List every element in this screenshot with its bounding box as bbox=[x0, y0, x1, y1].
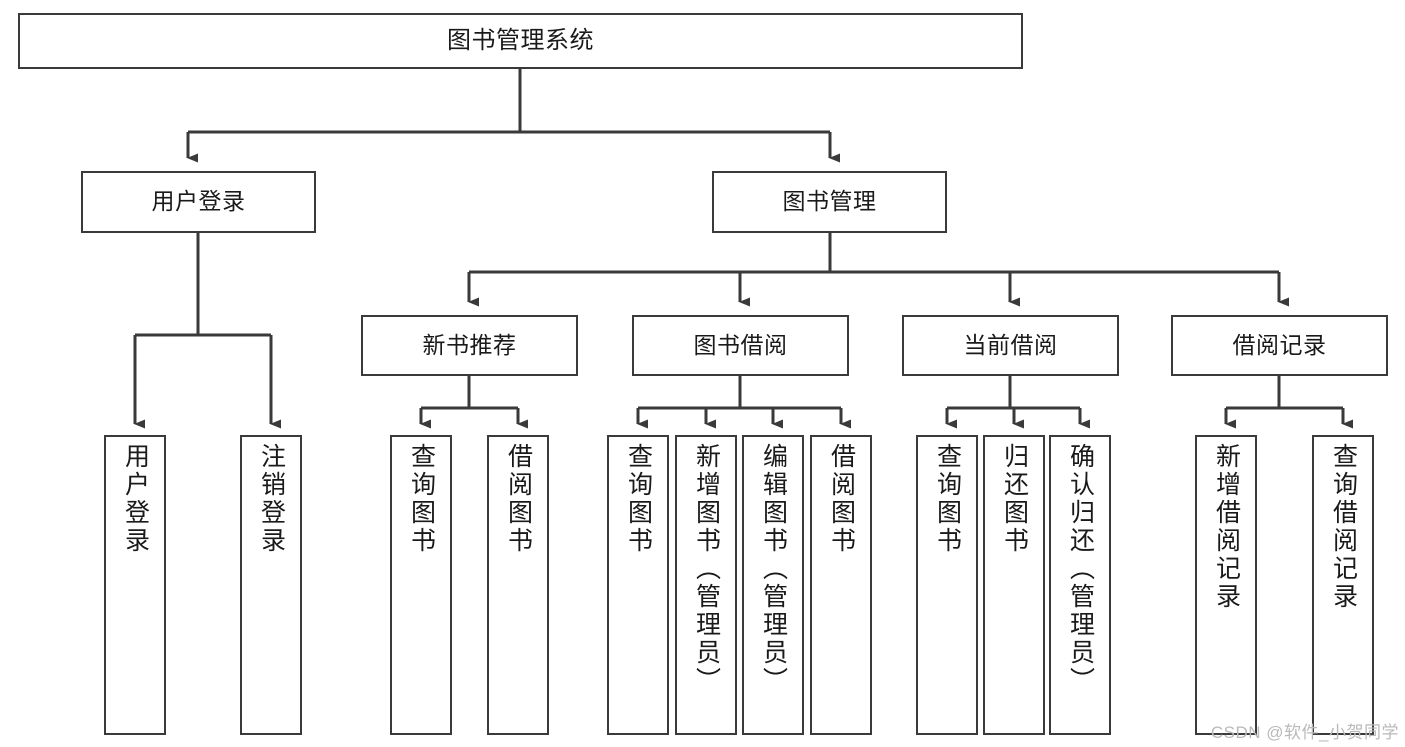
node-label: 注销登录 bbox=[257, 443, 286, 555]
node-label: 用户登录 bbox=[121, 443, 150, 555]
node-label: 编辑图书（管理员） bbox=[759, 443, 788, 695]
leaf-book-borrow-edit[interactable]: 编辑图书（管理员） bbox=[742, 435, 804, 735]
node-label: 图书借阅 bbox=[693, 331, 788, 358]
leaf-book-borrow-borrow[interactable]: 借阅图书 bbox=[810, 435, 872, 735]
leaf-book-borrow-query[interactable]: 查询图书 bbox=[607, 435, 669, 735]
watermark-text: CSDN @软件_小贺同学 bbox=[1210, 723, 1399, 742]
leaf-borrow-record-query[interactable]: 查询借阅记录 bbox=[1312, 435, 1374, 735]
node-label: 确认归还（管理员） bbox=[1066, 443, 1095, 695]
node-book-management-system[interactable]: 图书管理系统 bbox=[18, 13, 1023, 69]
node-book-management[interactable]: 图书管理 bbox=[712, 171, 947, 233]
node-borrow-record[interactable]: 借阅记录 bbox=[1171, 315, 1388, 376]
node-label: 当前借阅 bbox=[963, 331, 1058, 358]
leaf-user-login-logout[interactable]: 注销登录 bbox=[240, 435, 302, 735]
node-label: 归还图书 bbox=[1000, 443, 1029, 555]
node-label: 图书管理 bbox=[782, 188, 877, 215]
leaf-borrow-record-add[interactable]: 新增借阅记录 bbox=[1195, 435, 1257, 735]
node-label: 借阅图书 bbox=[827, 443, 856, 555]
node-new-book-recommend[interactable]: 新书推荐 bbox=[361, 315, 578, 376]
node-label: 查询图书 bbox=[407, 443, 436, 555]
node-label: 查询借阅记录 bbox=[1329, 443, 1358, 611]
node-book-borrow[interactable]: 图书借阅 bbox=[632, 315, 849, 376]
node-label: 新书推荐 bbox=[422, 331, 517, 358]
leaf-book-borrow-add[interactable]: 新增图书（管理员） bbox=[675, 435, 737, 735]
leaf-current-borrow-query[interactable]: 查询图书 bbox=[916, 435, 978, 735]
leaf-current-borrow-confirm-return[interactable]: 确认归还（管理员） bbox=[1049, 435, 1111, 735]
node-label: 用户登录 bbox=[151, 188, 246, 215]
node-label: 查询图书 bbox=[933, 443, 962, 555]
node-label: 图书管理系统 bbox=[447, 26, 594, 54]
node-label: 查询图书 bbox=[624, 443, 653, 555]
leaf-current-borrow-return[interactable]: 归还图书 bbox=[983, 435, 1045, 735]
node-label: 新增借阅记录 bbox=[1212, 443, 1241, 611]
node-label: 借阅记录 bbox=[1232, 331, 1327, 358]
node-current-borrow[interactable]: 当前借阅 bbox=[902, 315, 1119, 376]
leaf-new-book-query[interactable]: 查询图书 bbox=[390, 435, 452, 735]
leaf-new-book-borrow[interactable]: 借阅图书 bbox=[487, 435, 549, 735]
node-label: 借阅图书 bbox=[504, 443, 533, 555]
node-user-login[interactable]: 用户登录 bbox=[81, 171, 316, 233]
leaf-user-login-login[interactable]: 用户登录 bbox=[104, 435, 166, 735]
node-label: 新增图书（管理员） bbox=[692, 443, 721, 695]
